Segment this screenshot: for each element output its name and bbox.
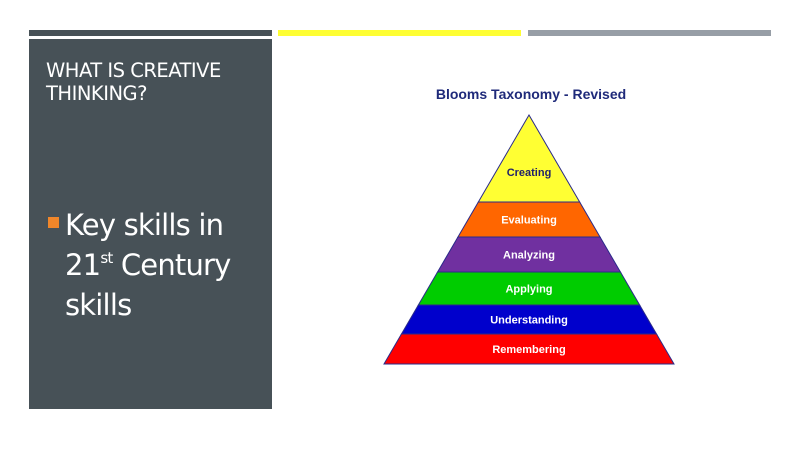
pyramid-label: Applying xyxy=(505,284,552,296)
pyramid-label: Creating xyxy=(507,167,552,179)
accent-bar-dark xyxy=(29,30,272,36)
slide-title: WHAT IS CREATIVE THINKING? xyxy=(46,59,221,105)
bullet-item: Key skills in 21st Century skills xyxy=(46,205,271,325)
bullet-text-end: Century skills xyxy=(65,248,231,322)
pyramid-label: Understanding xyxy=(490,315,568,327)
accent-bar-gray xyxy=(528,30,771,36)
bullet-text-main: Key skills in 21 xyxy=(65,208,224,282)
pyramid-label: Analyzing xyxy=(503,250,555,262)
bullet-text: Key skills in 21st Century skills xyxy=(46,205,271,325)
pyramid-level-remembering xyxy=(383,333,675,365)
pyramid-label: Evaluating xyxy=(501,215,557,227)
bullet-square-icon xyxy=(48,217,59,228)
bullet-superscript: st xyxy=(100,249,113,267)
accent-bar-yellow xyxy=(278,30,521,36)
title-panel: WHAT IS CREATIVE THINKING? Key skills in… xyxy=(29,39,272,409)
pyramid-label: Remembering xyxy=(492,344,565,356)
pyramid-level-creating xyxy=(477,114,581,203)
figure-title: Blooms Taxonomy - Revised xyxy=(436,86,626,102)
